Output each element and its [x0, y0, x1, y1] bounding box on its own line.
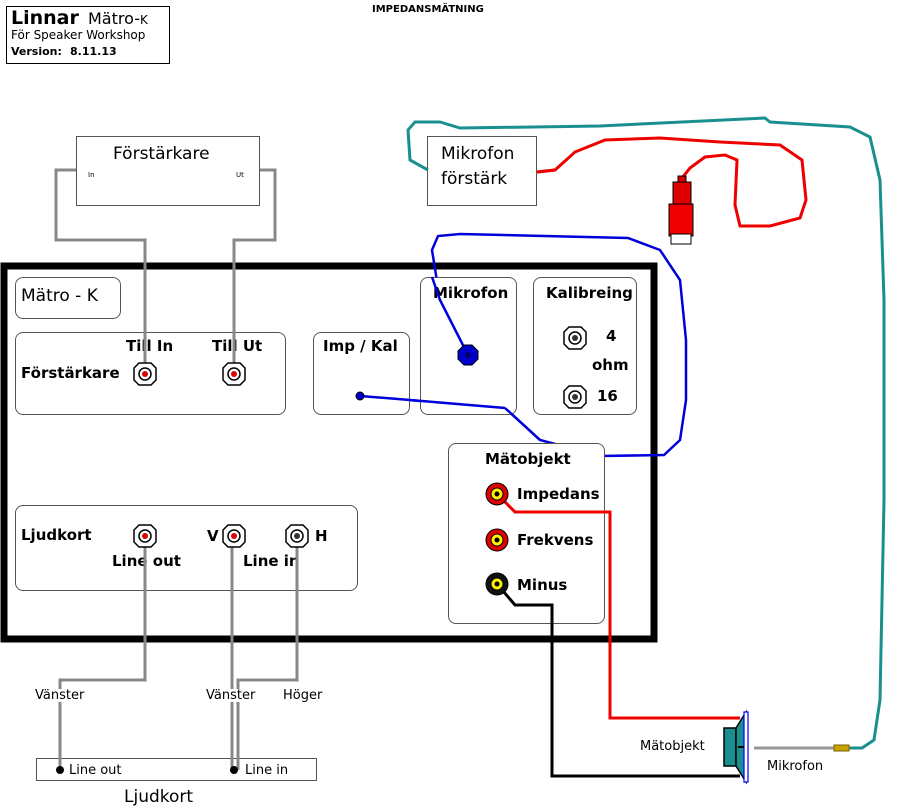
- rca-plug-icon: [668, 175, 694, 245]
- cable-amp-in: [54, 168, 147, 372]
- cable-mic-red: [536, 136, 808, 228]
- device-h-label: H: [315, 527, 328, 545]
- cable-label-left-2: Vänster: [205, 688, 257, 703]
- version-label: Version:: [11, 45, 62, 58]
- amplifier-in-label: In: [88, 171, 95, 179]
- cable-label-right: Höger: [282, 688, 324, 703]
- device-soundcard-section: [15, 505, 358, 591]
- soundcard-line-in-label: Line in: [245, 763, 289, 778]
- mic-tip: [833, 744, 850, 752]
- device-name-box: [15, 277, 121, 319]
- product-name-suffix: K: [139, 13, 148, 27]
- header-box: [6, 6, 170, 64]
- calibration-value-16: 16: [597, 387, 618, 405]
- mic-amp-line1: Mikrofon: [441, 144, 515, 164]
- version-value: 8.11.13: [70, 45, 117, 58]
- device-name: Mätro - K: [21, 286, 98, 306]
- speaker-mic-label: Mikrofon: [767, 759, 824, 774]
- brand-name: Linnar: [11, 7, 79, 29]
- cable-mic-teal: [406, 116, 886, 750]
- cable-label-left-1: Vänster: [34, 688, 86, 703]
- amplifier-out-label: Ut: [236, 171, 244, 179]
- till-in-label: Till In: [126, 337, 174, 355]
- device-line-in-label: Line in: [243, 552, 300, 570]
- product-name-main: Mätro-: [88, 9, 140, 28]
- device-line-out-label: Line out: [112, 552, 181, 570]
- calibration-value-4: 4: [606, 327, 617, 345]
- till-ut-label: Till Ut: [212, 337, 263, 355]
- object-minus-label: Minus: [517, 576, 568, 594]
- object-frekvens-label: Frekvens: [517, 531, 594, 549]
- cable-line-in-right: [236, 536, 299, 770]
- amplifier-box: [76, 136, 260, 206]
- device-soundcard-label: Ljudkort: [21, 526, 92, 544]
- speaker-icon: [723, 709, 749, 785]
- product-name: Mätro-K: [88, 11, 148, 27]
- device-v-label: V: [207, 527, 219, 545]
- cable-amp-out: [232, 168, 277, 372]
- mic-section-label: Mikrofon: [433, 284, 509, 302]
- amplifier-title: Förstärkare: [113, 144, 210, 164]
- page-title: IMPEDANSMÄTNING: [372, 4, 484, 15]
- soundcard-title: Ljudkort: [124, 787, 194, 807]
- speaker-label: Mätobjekt: [640, 739, 705, 754]
- object-title: Mätobjekt: [485, 450, 571, 468]
- cable-line-out: [58, 536, 147, 770]
- imp-kal-label: Imp / Kal: [323, 337, 398, 355]
- device-amp-label: Förstärkare: [21, 364, 120, 382]
- mic-amp-box: [427, 136, 537, 206]
- soundcard-line-out-label: Line out: [69, 763, 122, 778]
- device-frame: [0, 262, 658, 643]
- soundcard-box: [36, 758, 317, 781]
- mic-amp-line2: förstärk: [441, 169, 508, 189]
- object-impedans-label: Impedans: [517, 485, 600, 503]
- calibration-unit: ohm: [592, 356, 629, 374]
- header-subtitle: För Speaker Workshop: [11, 28, 146, 42]
- calibration-title: Kalibreing: [546, 284, 633, 302]
